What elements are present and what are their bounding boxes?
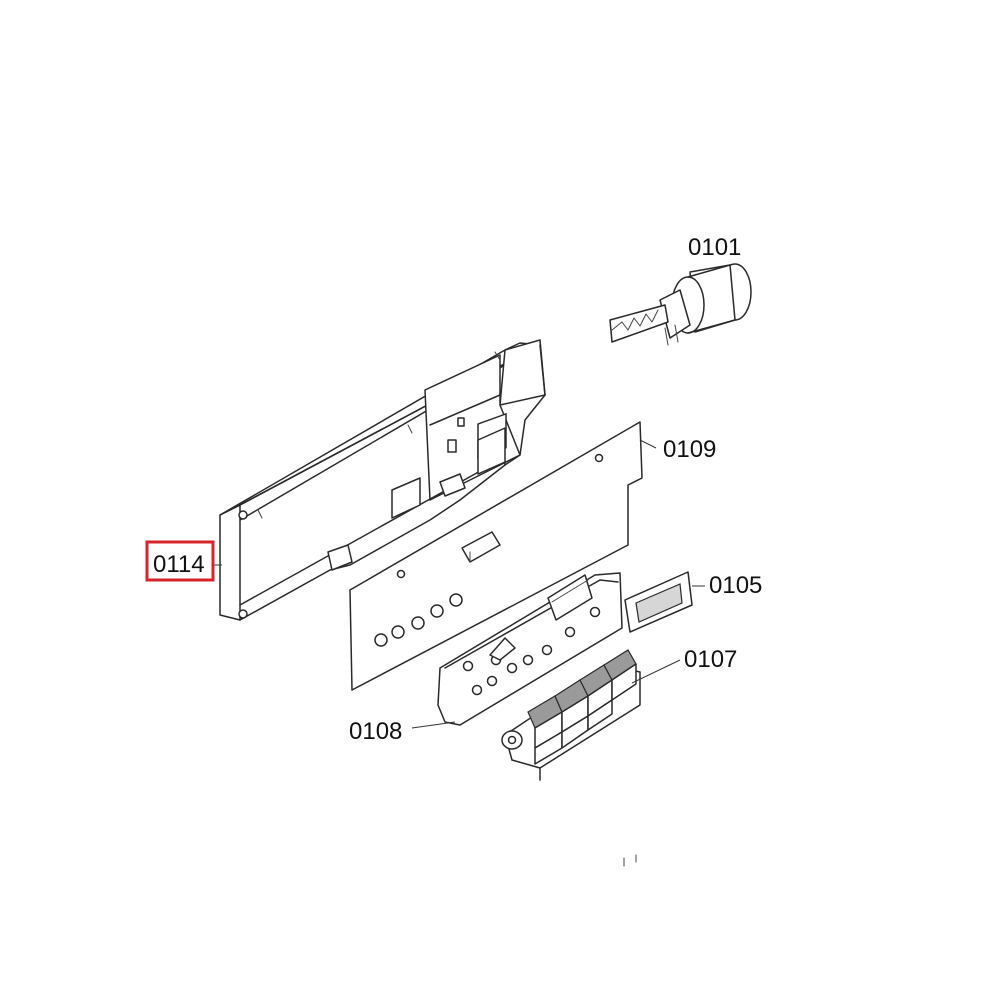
part-label-0114: 0114: [153, 551, 205, 578]
leader-0108: [411, 721, 456, 729]
leader-lines: [214, 439, 705, 729]
part-label-0107: 0107: [684, 646, 737, 673]
stray-marks: [623, 854, 637, 867]
highlight-box: [145, 540, 215, 582]
part-0101-switch[interactable]: [609, 263, 752, 346]
callout-0108[interactable]: 0108: [349, 718, 402, 745]
leader-0107: [631, 659, 681, 684]
callout-0114[interactable]: 0114: [145, 540, 215, 582]
part-0114-housing[interactable]: [219, 339, 546, 621]
board-buttons-row: [374, 593, 463, 647]
part-label-0109: 0109: [663, 436, 716, 463]
callout-0107[interactable]: 0107: [684, 646, 737, 673]
callout-0105[interactable]: 0105: [709, 572, 762, 599]
callout-0101[interactable]: 0101: [688, 234, 741, 261]
part-0109-circuit-board[interactable]: [349, 421, 643, 691]
leader-0109: [639, 439, 657, 449]
part-label-0101: 0101: [688, 234, 741, 261]
part-label-0105: 0105: [709, 572, 762, 599]
part-0108-button-cover[interactable]: [437, 572, 623, 726]
part-0107-key-block[interactable]: [501, 649, 641, 781]
part-0105-window-frame[interactable]: [624, 571, 693, 633]
callout-0109[interactable]: 0109: [663, 436, 716, 463]
part-label-0108: 0108: [349, 718, 402, 745]
